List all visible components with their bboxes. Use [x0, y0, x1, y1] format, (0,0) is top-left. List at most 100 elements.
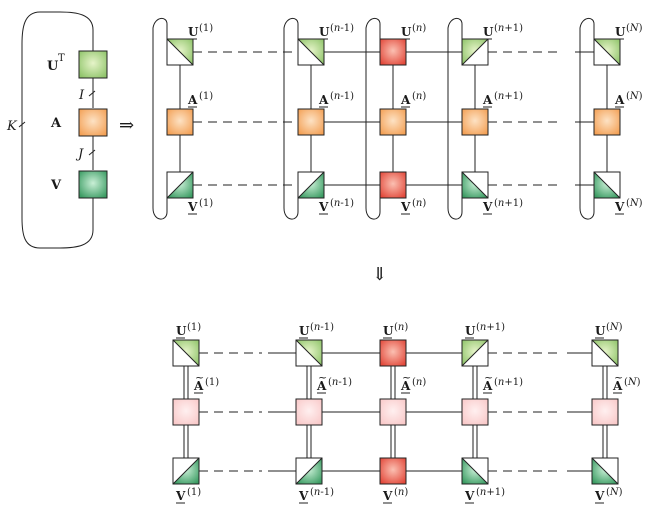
bottom-network-v-node-2: [379, 457, 407, 485]
bottom-network-v-node-1-diagonal: [295, 457, 323, 485]
bottom-network-v-label-4-index: (N): [606, 487, 623, 498]
bottom-network-v-node-2-box: [379, 457, 407, 485]
top-network-a-node-2: [379, 108, 407, 136]
top-network-v-label-2-letter: V: [400, 200, 411, 214]
top-network-u-label-0-index: (1): [199, 23, 213, 34]
bottom-network-u-label-4-index: (N): [606, 322, 623, 333]
bottom-network-a-node-2-box: [379, 398, 407, 426]
bottom-network-a-label-0-index: (1): [205, 377, 219, 388]
bottom-network-u-node-3: [461, 339, 489, 367]
top-network-u-node-4: [593, 38, 621, 66]
top-network-u-node-2: [379, 38, 407, 66]
top-network-a-node-3: [461, 108, 489, 136]
bottom-network-u-node-0-border: [172, 339, 200, 367]
left-network-i-tick: [88, 90, 96, 97]
top-network-u-label-4-index: (N): [626, 23, 643, 34]
bottom-network-v-label-3-index: (n+1): [476, 487, 505, 498]
top-network-u-node-0-border: [166, 38, 194, 66]
top-network-v-label-2-index: (n): [412, 198, 426, 209]
bottom-network-a-label-4-tilde: ~: [614, 371, 623, 384]
top-network-u-node-1-diagonal: [297, 38, 325, 66]
bottom-network-u-label-1-index: (n-1): [310, 322, 334, 333]
top-network-loop-4: [579, 18, 595, 220]
bottom-network-u-label-1-letter: U: [299, 324, 310, 338]
bottom-network-v-label-0-letter: V: [175, 489, 186, 503]
bottom-network-u-label-2-index: (n): [394, 322, 408, 333]
left-network-u-node: [78, 50, 108, 79]
left-network-j-tick: [88, 149, 96, 156]
bottom-network-v-node-0-diagonal: [172, 457, 200, 485]
top-network-a-label-1-letter: A: [318, 93, 329, 107]
bottom-network-a-label-0-letter: A: [193, 379, 204, 393]
top-network-v-node-1-border: [297, 171, 325, 199]
top-network-v-node-0-diagonal: [166, 171, 194, 199]
bottom-network-u-label-3-letter: U: [465, 324, 476, 338]
top-network-v-node-3-diagonal: [461, 171, 489, 199]
top-network-u-label-3-letter: U: [483, 25, 494, 39]
top-network-a-node-2-box: [379, 108, 407, 136]
bottom-network-a-label-0-tilde: ~: [195, 371, 204, 384]
bottom-network-a-label-3-letter: A: [482, 379, 493, 393]
bottom-network-a-node-3: [461, 398, 489, 426]
top-network-u-label-2-index: (n): [412, 23, 426, 34]
top-network-loop-0: [152, 18, 168, 220]
top-network-u-node-0-diagonal: [166, 38, 194, 66]
bottom-network-u-node-3-border: [461, 339, 489, 367]
top-network-loop-3: [447, 18, 463, 220]
top-network-a-label-4-index: (N): [626, 91, 643, 102]
left-network-u-label: U: [47, 59, 59, 74]
top-network-a-node-1: [297, 108, 325, 136]
top-network-v-node-3-border: [461, 171, 489, 199]
bottom-network-a-label-1-tilde: ~: [318, 371, 327, 384]
left-network-a-label: A: [50, 116, 62, 131]
top-network-a-label-3-letter: A: [482, 93, 493, 107]
bottom-network-a-label-2-tilde: ~: [402, 371, 411, 384]
bottom-network-u-label-4-letter: U: [595, 324, 606, 338]
bottom-network-a-label-4-index: (N): [624, 377, 641, 388]
left-network-i-label: I: [78, 88, 85, 103]
left-network-k-loop: [21, 11, 94, 249]
top-network-a-label-4-letter: A: [614, 93, 625, 107]
bottom-network-v-node-3-diagonal: [461, 457, 489, 485]
top-network-v-node-1: [297, 171, 325, 199]
bottom-network-a-node-3-box: [461, 398, 489, 426]
bottom-network-v-label-1-index: (n-1): [310, 487, 334, 498]
bottom-network-a-node-1-box: [295, 398, 323, 426]
top-network-a-label-0-index: (1): [199, 91, 213, 102]
bottom-network-v-node-0-border: [172, 457, 200, 485]
bottom-network-v-label-0-index: (1): [187, 487, 201, 498]
bottom-network-u-label-0-index: (1): [187, 322, 201, 333]
top-network-a-label-2-index: (n): [412, 91, 426, 102]
top-network-v-node-4: [593, 171, 621, 199]
top-network: U(1)A(1)V(1)U(n-1)A(n-1)V(n-1)U(n)A(n)V(…: [152, 18, 643, 220]
bottom-network-u-label-2-letter: U: [383, 324, 394, 338]
bottom-network-u-node-4: [591, 339, 619, 367]
top-network-u-label-0-letter: U: [188, 25, 199, 39]
top-network-a-node-4: [593, 108, 621, 136]
top-network-v-node-4-border: [593, 171, 621, 199]
top-network-v-node-1-diagonal: [297, 171, 325, 199]
bottom-network-u-node-2: [379, 339, 407, 367]
bottom-network-a-label-1-index: (n-1): [328, 377, 352, 388]
right-arrow: ⇒: [119, 115, 134, 136]
bottom-network-a-label-4-letter: A: [612, 379, 623, 393]
top-network-a-label-2-letter: A: [400, 93, 411, 107]
bottom-network-v-node-1-border: [295, 457, 323, 485]
bottom-network-u-node-0-diagonal: [172, 339, 200, 367]
top-network-v-label-3-index: (n+1): [494, 198, 523, 209]
top-network-u-label-2-letter: U: [401, 25, 412, 39]
bottom-network-v-node-4-diagonal: [591, 457, 619, 485]
top-network-v-node-0-border: [166, 171, 194, 199]
top-network-v-label-4-letter: V: [614, 200, 625, 214]
top-network-u-label-4-letter: U: [615, 25, 626, 39]
bottom-network-v-node-0: [172, 457, 200, 485]
bottom-network-a-node-4: [591, 398, 619, 426]
bottom-network-u-node-1-border: [295, 339, 323, 367]
bottom-network-v-node-3-border: [461, 457, 489, 485]
bottom-network-a-node-2: [379, 398, 407, 426]
top-network-a-node-3-box: [461, 108, 489, 136]
left-network-v-label: V: [50, 178, 62, 193]
top-network-a-node-4-box: [593, 108, 621, 136]
top-network-u-node-3-border: [461, 38, 489, 66]
bottom-network-a-node-4-box: [591, 398, 619, 426]
